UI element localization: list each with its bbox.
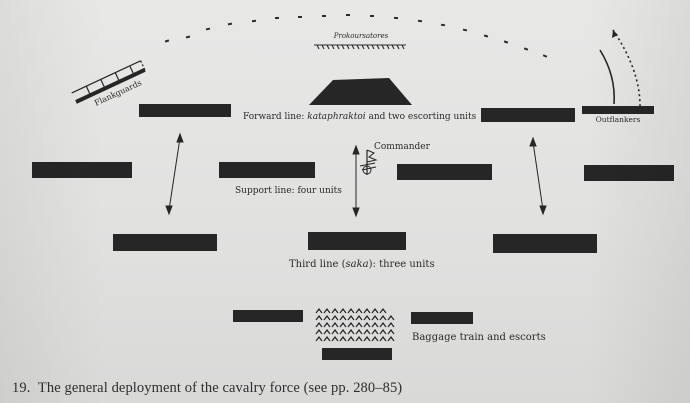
flankguards-unit: Flankguards (71, 60, 146, 108)
outflankers-label: Outflankers (596, 115, 641, 124)
prokoursatores-units (314, 44, 406, 50)
baggage-escort-rear (322, 348, 392, 360)
third-unit-2 (308, 232, 406, 250)
forward-line-label: Forward line: kataphraktoi and two escor… (243, 112, 477, 122)
outflankers-unit: Outflankers (582, 29, 654, 124)
third-line-label: Third line (saka): three units (289, 259, 435, 270)
baggage-train-icon (315, 308, 395, 342)
commander-flag-standard-icon (359, 149, 378, 175)
figure-caption-text: The general deployment of the cavalry fo… (37, 380, 403, 396)
support-unit-3 (397, 164, 492, 180)
baggage-label: Baggage train and escorts (412, 332, 546, 343)
baggage-escort-left (233, 310, 303, 322)
baggage-escort-right (411, 312, 473, 324)
figure-number: 19. (12, 380, 31, 396)
third-unit-3 (493, 234, 597, 253)
support-line (32, 162, 674, 181)
scouts-arc (164, 14, 548, 58)
support-line-label: Support line: four units (235, 186, 342, 196)
kataphraktoi-wedge (309, 78, 412, 105)
commander-label: Commander (374, 142, 431, 152)
double-headed-arrow-icons (165, 132, 547, 218)
forward-escort-right (481, 108, 575, 122)
third-line (113, 232, 597, 253)
prokoursatores-label: Prokoursatores (333, 32, 389, 40)
baggage-escorts (233, 310, 473, 360)
support-unit-4 (584, 165, 674, 181)
third-unit-1 (113, 234, 217, 251)
forward-escort-left (139, 104, 231, 117)
figure-caption: 19. The general deployment of the cavalr… (12, 380, 402, 397)
forward-line (139, 78, 575, 122)
support-unit-2 (219, 162, 315, 178)
support-unit-1 (32, 162, 132, 178)
